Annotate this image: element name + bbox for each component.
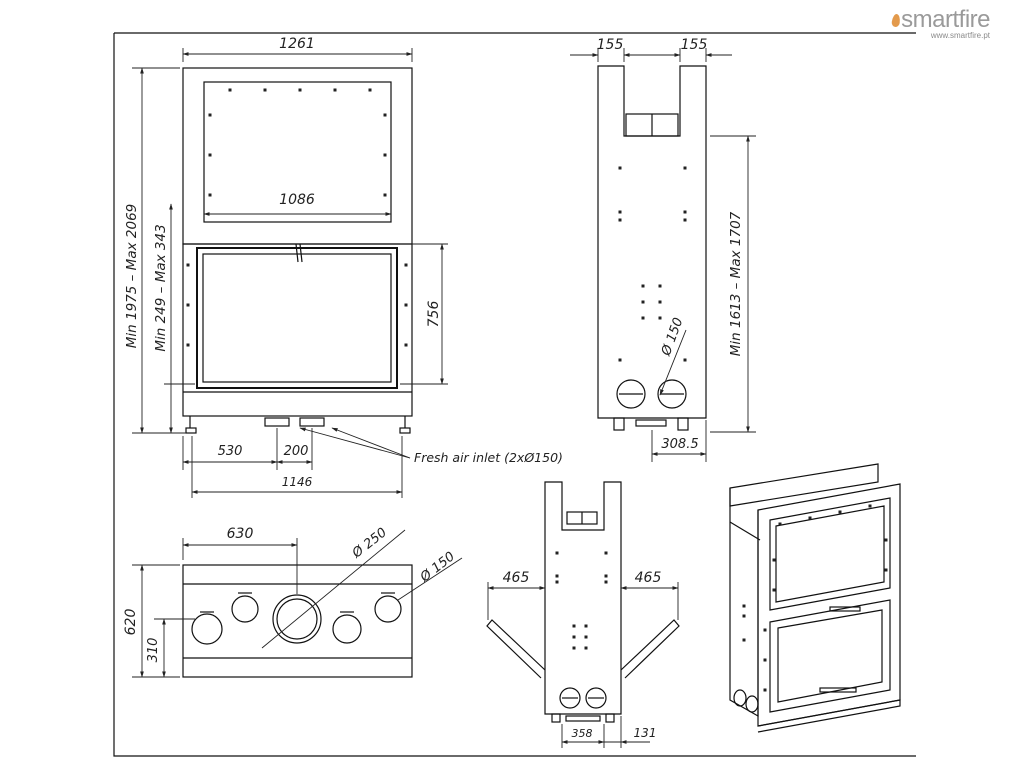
front-dims: [132, 48, 448, 498]
dim-height-range: Min 1975 – Max 2069: [124, 204, 140, 349]
door-dims: [487, 582, 679, 748]
dim-top-depth: 620: [123, 609, 139, 636]
dim-glass-width: 1086: [279, 192, 315, 208]
dim-side-height-range: Min 1613 – Max 1707: [728, 211, 744, 356]
front-view: [182, 67, 413, 434]
brand-name: smartfire: [901, 6, 990, 33]
dim-small-diameter: Ø 150: [417, 549, 458, 586]
door-view: [486, 481, 680, 723]
isometric-rivets: [742, 504, 888, 692]
top-view: [182, 564, 413, 678]
dim-width-top: 1261: [279, 36, 315, 52]
isometric-view: [729, 463, 901, 733]
top-dims: [132, 529, 463, 678]
dim-side-top-right: 155: [681, 37, 708, 53]
brand-url: www.smartfire.pt: [930, 31, 990, 40]
side-dims: [570, 48, 756, 462]
brand-logo: smartfire www.smartfire.pt: [891, 6, 990, 40]
dim-inlet-spacing: 200: [284, 444, 309, 459]
drawing-frame: [113, 32, 916, 757]
dim-duct-diameter: Ø 150: [659, 316, 687, 359]
dim-big-diameter: Ø 250: [349, 525, 390, 562]
dim-side-top-left: 155: [597, 37, 624, 53]
door-view-rivets: [555, 551, 608, 650]
fresh-air-inlet-label: Fresh air inlet (2xØ150): [414, 450, 563, 465]
dim-top-offset: 630: [227, 526, 254, 542]
dim-door-base-width: 358: [572, 727, 593, 740]
dim-offset-left: 530: [218, 444, 243, 459]
front-view-rivets: [186, 88, 408, 347]
dim-door-base-offset: 131: [634, 726, 657, 740]
dim-top-half-depth: 310: [146, 638, 161, 663]
dim-base-range: Min 249 – Max 343: [153, 224, 169, 351]
dim-swing-right: 465: [635, 570, 662, 586]
dim-base-width: 1146: [282, 475, 313, 489]
dim-swing-left: 465: [503, 570, 530, 586]
side-view: [597, 65, 707, 431]
dim-depth-offset: 308.5: [661, 437, 698, 452]
dim-glass-height: 756: [426, 301, 442, 328]
